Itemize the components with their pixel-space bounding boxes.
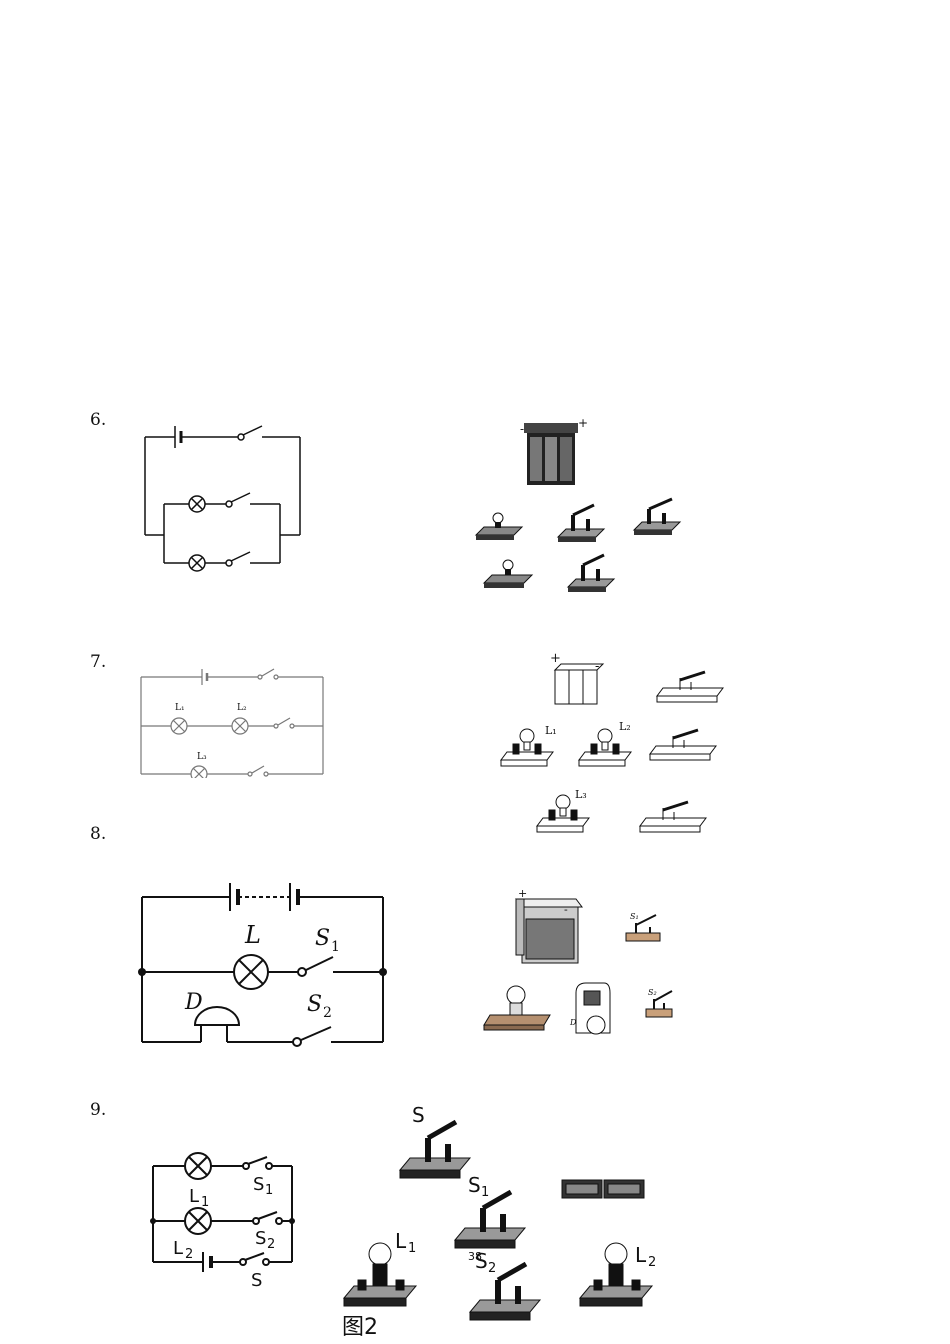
label-s2-sub: 2 [267,1237,275,1252]
label-s1-sub: 1 [331,939,340,955]
switch-board-7c [639,800,707,833]
label-l2: L₂ [237,703,247,713]
label-s2: S [255,1228,266,1249]
part-label-s2: S [475,1249,488,1273]
svg-text:-: - [564,903,568,916]
battery-pack-picture-7: + - [550,651,605,705]
svg-text:1: 1 [408,1241,416,1256]
svg-text:S₁: S₁ [630,912,639,921]
circuit-diagram-7: L₁ L₂ L₃ [140,668,324,778]
components-8: + - S₁ D S₂ [483,887,673,1035]
part-label-s: S [412,1103,425,1127]
switch-s1-picture: S₁ [625,912,661,942]
switch-board-c [566,553,616,592]
components-6: - + [474,416,682,592]
label-buzzer: D [184,990,203,1015]
switch-board-b [632,497,682,535]
svg-text:2: 2 [488,1261,496,1276]
switch-s-picture [398,1119,472,1179]
label-lamp: L [244,921,261,949]
bulb-board-l2 [578,728,632,767]
switch-s1-picture-9 [453,1189,527,1249]
label-s2-sub: 2 [323,1005,332,1021]
label-s1: S [315,926,330,951]
label-s2: S [307,992,322,1017]
question-number-6: 6. [90,410,107,430]
circuit-diagram-6 [144,425,301,572]
svg-text:+: + [518,887,527,900]
part-label-s1: S [468,1173,481,1197]
switch-s2-picture-9 [468,1261,542,1321]
svg-text:-: - [520,422,524,436]
label-l2: L [173,1238,183,1259]
battery-pack-picture-8: + - [515,887,583,964]
bulb-board-a [474,512,524,540]
bulb-board-l2-9 [578,1242,654,1307]
svg-text:1: 1 [481,1185,489,1200]
bulb-board-8 [483,985,551,1031]
components-9: S S 1 L 1 S 2 L 2 38 [342,1103,656,1340]
switch-s2-picture: S₂ [645,988,673,1018]
label-l2-sub: 2 [185,1247,193,1262]
question-number-9: 9. [90,1100,107,1120]
svg-text:2: 2 [648,1255,656,1270]
page-mark: 38 [468,1250,482,1263]
part-label-l1: L₁ [545,724,557,737]
question-number-7: 7. [90,652,107,672]
switch-board-a [556,503,606,542]
junction-left [138,968,146,976]
bulb-board-l3 [536,794,590,833]
label-s1-sub: 1 [265,1183,273,1198]
label-l1-sub: 1 [201,1195,209,1210]
switch-pivot [237,433,245,441]
battery-pack-picture-9 [561,1179,645,1199]
label-l3: L₃ [197,752,207,762]
svg-text:+: + [550,651,561,666]
bulb-board-l1-9 [342,1242,418,1307]
bulb-board-l1 [500,728,554,767]
components-7: + - L₁ L₂ L₃ [500,651,724,833]
label-s1: S [253,1174,264,1195]
svg-text:+: + [578,416,588,430]
part-label-l2: L₂ [619,720,631,733]
svg-text:D: D [569,1018,577,1027]
circuit-diagram-8: L S 1 D S 2 [138,883,387,1047]
electric-bell-picture: D [569,982,611,1035]
circuit-diagram-9: S 1 L 1 L 2 S 2 S [150,1152,295,1290]
label-s: S [251,1270,262,1290]
switch-blade [242,425,263,436]
figure-caption: 图2 [342,1315,378,1340]
part-label-l3: L₃ [575,788,587,801]
junction-right [379,968,387,976]
label-l1: L [189,1186,199,1207]
part-label-l2: L [635,1243,647,1267]
svg-text:-: - [595,659,599,674]
question-number-8: 8. [90,824,107,844]
bulb-board-b [482,559,534,588]
battery-pack-picture: - + [520,416,588,485]
label-l1: L₁ [175,703,185,713]
switch-board-7b [649,728,717,761]
part-label-l1: L [395,1229,407,1253]
svg-text:S₂: S₂ [648,988,657,997]
switch-board-7a [656,670,724,703]
